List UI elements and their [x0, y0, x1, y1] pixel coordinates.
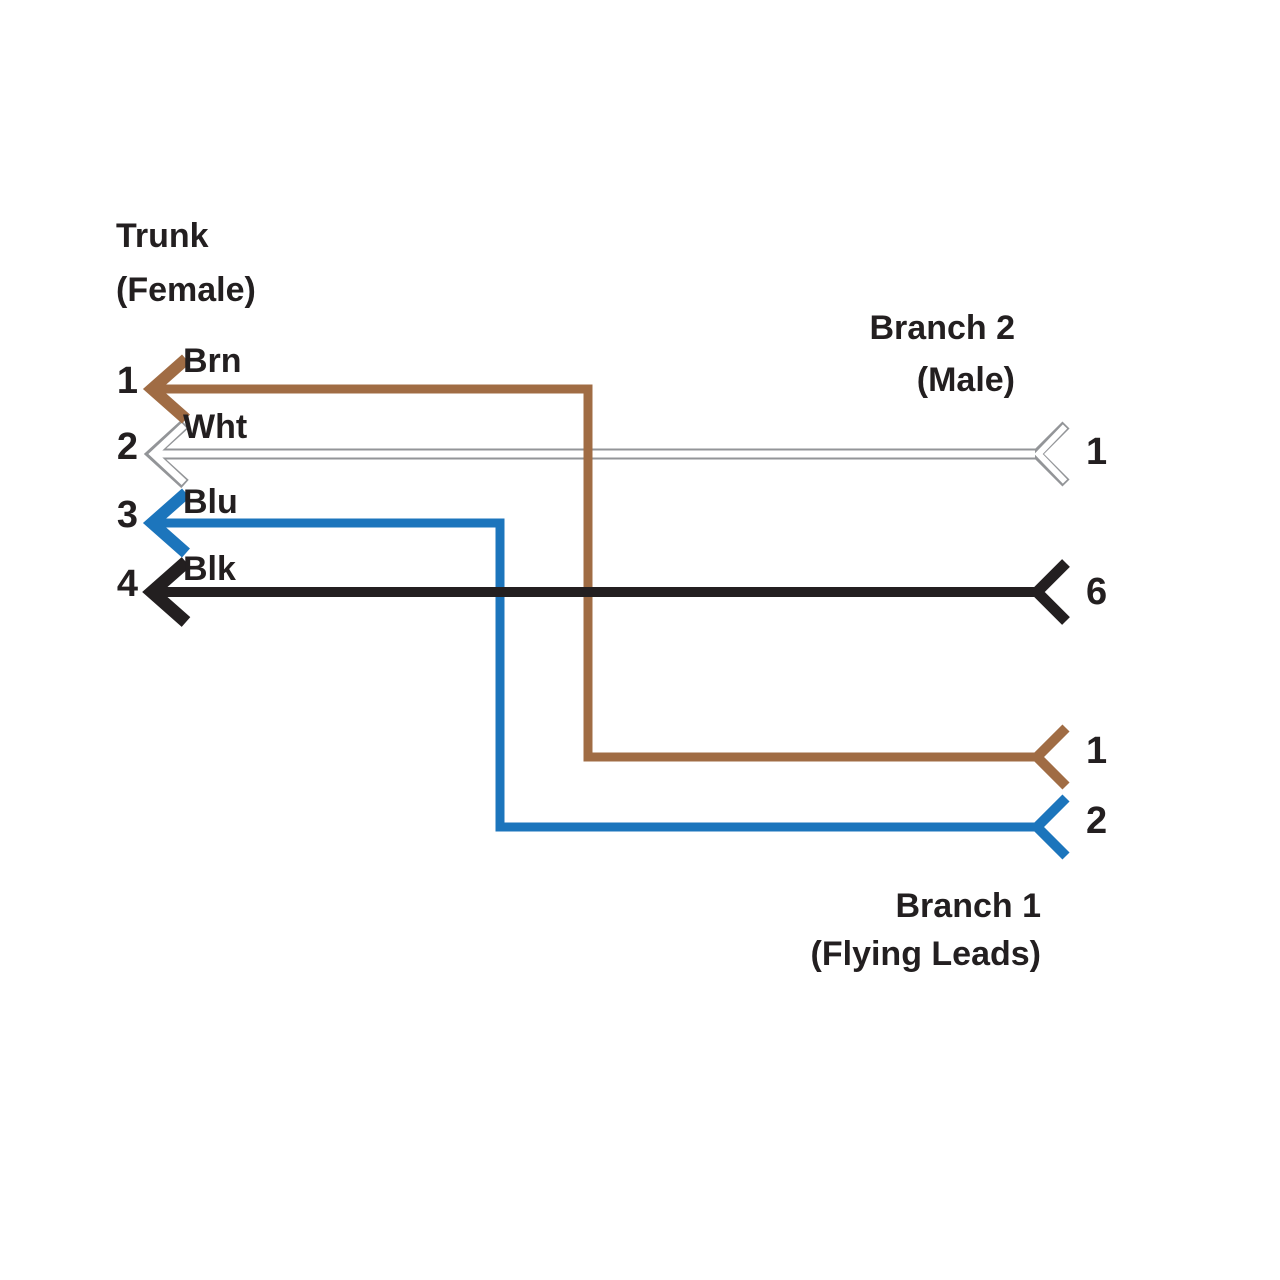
brn-wire [152, 384, 1037, 762]
wire-label-brn: Brn [183, 342, 242, 380]
branch2-pin-1: 1 [1086, 431, 1108, 473]
brn-left-arrow-icon [142, 354, 190, 424]
branch2-pin-6: 6 [1086, 571, 1108, 613]
branch1-title: Branch 1 [895, 887, 1042, 925]
branch1-pin-2: 2 [1086, 800, 1108, 842]
branch1-subtitle: (Flying Leads) [810, 935, 1041, 973]
trunk-pin-4: 4 [116, 563, 138, 605]
branch2-title: Branch 2 [869, 309, 1016, 347]
blk-left-arrow-icon [142, 557, 191, 627]
blk-right-fork-icon [1029, 559, 1070, 625]
branch1-pin-1: 1 [1086, 730, 1108, 772]
branch2-subtitle: (Male) [916, 361, 1015, 399]
wire-brn [142, 354, 1070, 790]
trunk-subtitle: (Female) [116, 271, 256, 309]
wire-label-wht: Wht [183, 408, 248, 446]
wire-blu [142, 488, 1070, 860]
wire-label-blu: Blu [183, 483, 238, 521]
wht-right-fork-core [1034, 424, 1068, 484]
trunk-pin-1: 1 [116, 360, 138, 402]
blu-left-arrow-icon [142, 488, 190, 558]
trunk-pin-3: 3 [116, 494, 138, 536]
trunk-pin-2: 2 [116, 426, 138, 468]
wire-wht [143, 419, 1070, 489]
blu-wire [152, 518, 1037, 832]
brn-right-fork-icon [1029, 724, 1070, 790]
wire-label-blk: Blk [183, 550, 236, 588]
wire-blk [142, 557, 1070, 627]
blu-right-fork-icon [1029, 794, 1070, 860]
wht-left-arrow-core [148, 422, 187, 486]
trunk-title: Trunk [116, 217, 209, 255]
